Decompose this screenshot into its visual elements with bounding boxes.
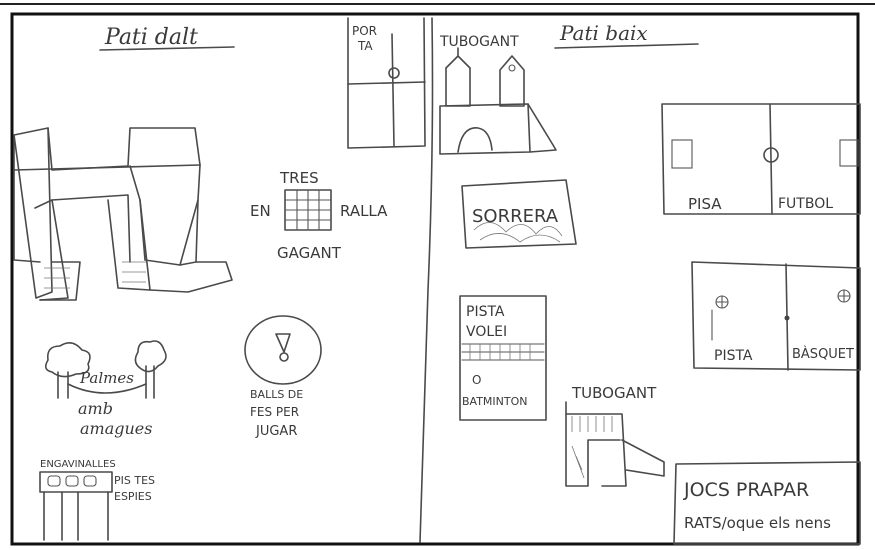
jocs-label-line1: JOCS PRAPAR [683,479,809,501]
pista-label-line1: PISTA [466,304,505,320]
jocs-label-line2: RATS/oque els nens [684,514,831,532]
pista-futbol-drawing: PISA FUTBOL [662,104,860,214]
amagues-label: amagues [80,419,152,438]
futbol-label-right: FUTBOL [778,196,833,212]
divider-line [420,18,433,542]
porta-drawing: POR TA [348,18,425,148]
badminton-label: BATMINTON [462,395,528,408]
pista-label-line2: VOLEI [466,324,507,340]
tres-en-ralla-drawing: TRES EN RALLA GAGANT [250,169,388,262]
pistes-label-line2: ESPIES [114,490,152,503]
tres-label-top: TRES [279,169,319,187]
lower-yard-title: Pati baix [559,21,648,45]
drawing-frame [12,14,858,544]
lower-yard: Pati baix TUBOGANT SORRERA PISTA VOLEI [439,21,860,544]
o-label: O [472,373,481,387]
amb-label: amb [78,399,113,418]
climbing-structure-drawing [14,128,232,300]
enfilar-label: ENGAVINALLES [40,459,116,470]
jocs-pintats-drawing: JOCS PRAPAR RATS/oque els nens [674,462,860,544]
upper-yard-title: Pati dalt [104,25,198,50]
tobogant-top-drawing: TUBOGANT [439,34,556,154]
balls-drawing: BALLS DE FES PER JUGAR [245,316,321,439]
pistes-label-line1: PIS TES [114,474,155,487]
tres-label-left: EN [250,202,271,220]
tres-label-right: RALLA [340,202,388,220]
pista-basquet-drawing: PISTA BÀSQUET [692,262,860,370]
balls-label-line1: BALLS DE [250,388,303,401]
tobogant-top-label: TUBOGANT [439,34,519,50]
porta-label-line2: TA [357,39,373,53]
palmeres-drawing: Palmes amb amagues [46,341,166,438]
balls-label-line3: JUGAR [255,424,297,439]
balls-label-line2: FES PER [250,405,299,419]
sorrera-label: SORRERA [472,206,559,227]
upper-yard: Pati dalt POR TA TRES [14,18,425,540]
futbol-label-left: PISA [688,195,722,213]
pistes-espies-drawing: ENGAVINALLES PIS TES ESPIES [40,459,155,540]
tres-label-bottom: GAGANT [277,244,342,262]
porta-label-line1: POR [352,24,377,38]
basquet-label-left: PISTA [714,348,753,364]
sorrera-drawing: SORRERA [462,180,576,248]
tobogant-bottom-label: TUBOGANT [571,384,657,402]
pista-volei-drawing: PISTA VOLEI O BATMINTON [460,296,546,420]
tobogant-bottom-drawing: TUBOGANT [566,384,664,486]
basquet-label-right: BÀSQUET [792,346,854,362]
palmeres-label: Palmes [79,369,134,387]
